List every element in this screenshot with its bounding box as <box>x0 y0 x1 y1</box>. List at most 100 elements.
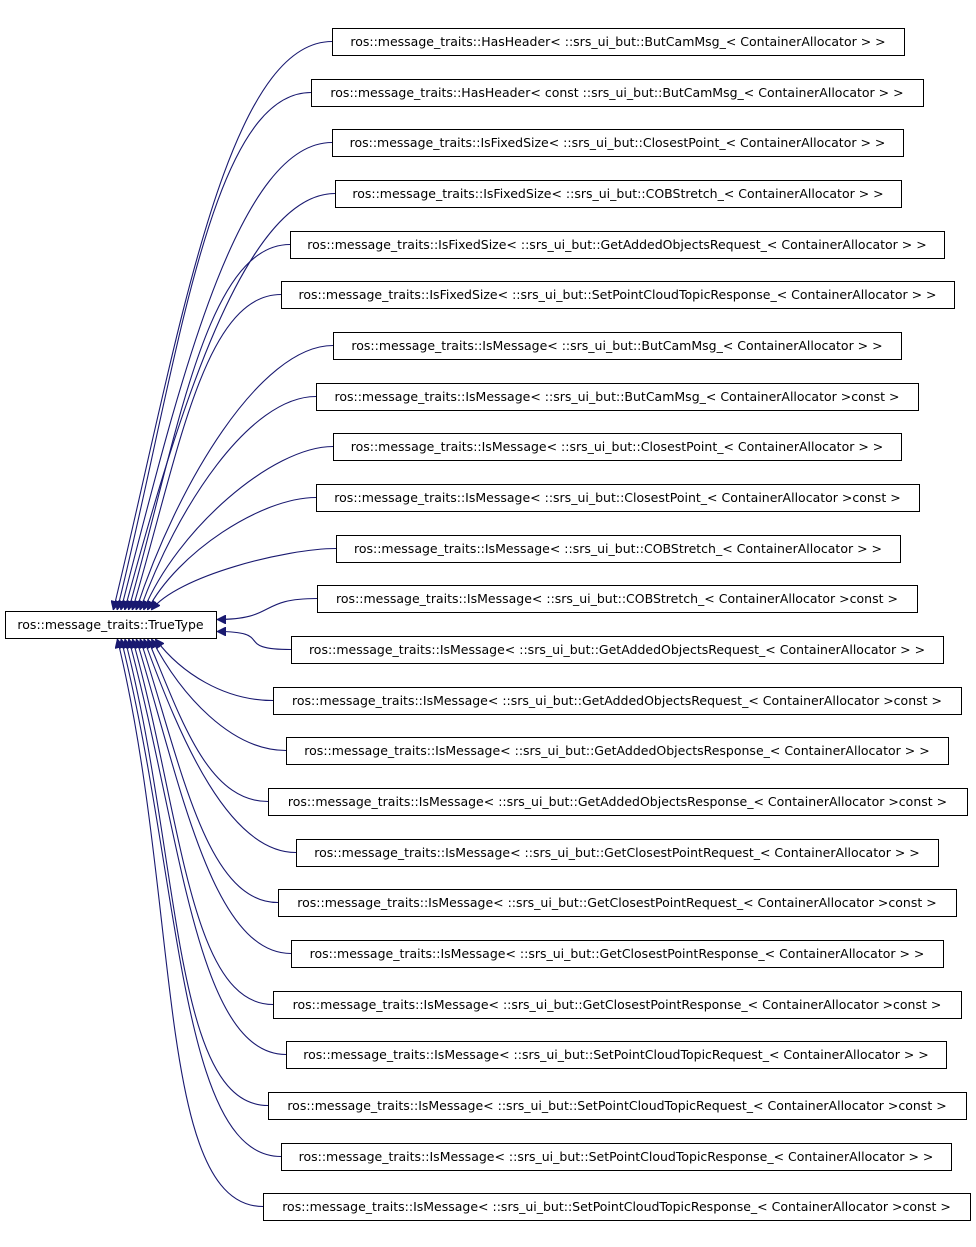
derived-class-node[interactable]: ros::message_traits::IsMessage< ::srs_ui… <box>268 788 968 816</box>
class-label: ros::message_traits::IsMessage< ::srs_ui… <box>293 997 942 1012</box>
inheritance-edge <box>132 293 282 611</box>
class-box <box>296 839 939 867</box>
class-box <box>316 383 919 411</box>
class-label: ros::message_traits::IsMessage< ::srs_ui… <box>292 693 942 708</box>
class-box <box>286 737 949 765</box>
class-label: ros::message_traits::IsMessage< ::srs_ui… <box>303 1047 929 1062</box>
inheritance-edge <box>129 639 287 1056</box>
inheritance-edge <box>133 639 274 1006</box>
class-label: ros::message_traits::IsFixedSize< ::srs_… <box>307 237 926 252</box>
inheritance-edges <box>113 40 337 1208</box>
class-label: ros::message_traits::HasHeader< const ::… <box>330 85 903 100</box>
class-box <box>273 687 962 715</box>
class-label: ros::message_traits::TrueType <box>17 617 203 632</box>
class-label: ros::message_traits::IsMessage< ::srs_ui… <box>351 338 882 353</box>
derived-class-node[interactable]: ros::message_traits::IsMessage< ::srs_ui… <box>286 737 949 765</box>
class-box <box>316 484 920 512</box>
derived-class-node[interactable]: ros::message_traits::IsMessage< ::srs_ui… <box>263 1193 971 1221</box>
derived-class-node[interactable]: ros::message_traits::IsMessage< ::srs_ui… <box>291 940 944 968</box>
derived-class-node[interactable]: ros::message_traits::IsMessage< ::srs_ui… <box>333 332 902 360</box>
class-box <box>332 129 904 157</box>
class-box <box>311 79 924 107</box>
class-label: ros::message_traits::IsMessage< ::srs_ui… <box>354 541 882 556</box>
class-label: ros::message_traits::IsMessage< ::srs_ui… <box>334 389 899 404</box>
inheritance-edge <box>117 91 312 611</box>
class-box <box>286 1041 947 1069</box>
class-nodes: ros::message_traits::TrueTyperos::messag… <box>5 28 971 1221</box>
class-box <box>333 332 902 360</box>
derived-class-node[interactable]: ros::message_traits::IsMessage< ::srs_ui… <box>333 433 902 461</box>
class-label: ros::message_traits::IsMessage< ::srs_ui… <box>299 1149 934 1164</box>
class-box <box>281 281 955 309</box>
class-box <box>290 231 945 259</box>
inheritance-edge <box>148 639 269 803</box>
derived-class-node[interactable]: ros::message_traits::HasHeader< ::srs_ui… <box>332 28 905 56</box>
class-label: ros::message_traits::IsMessage< ::srs_ui… <box>309 642 925 657</box>
class-box <box>291 940 944 968</box>
class-label: ros::message_traits::IsFixedSize< ::srs_… <box>352 186 883 201</box>
derived-class-node[interactable]: ros::message_traits::HasHeader< const ::… <box>311 79 924 107</box>
inheritance-edge <box>144 445 334 611</box>
inheritance-edge <box>113 40 333 611</box>
derived-class-node[interactable]: ros::message_traits::IsFixedSize< ::srs_… <box>332 129 904 157</box>
class-label: ros::message_traits::IsMessage< ::srs_ui… <box>336 591 898 606</box>
derived-class-node[interactable]: ros::message_traits::IsMessage< ::srs_ui… <box>286 1041 947 1069</box>
inheritance-edge <box>151 547 337 611</box>
inheritance-edge <box>151 639 287 752</box>
class-box <box>263 1193 971 1221</box>
derived-class-node[interactable]: ros::message_traits::IsMessage< ::srs_ui… <box>316 383 919 411</box>
inheritance-edge <box>117 639 264 1208</box>
class-label: ros::message_traits::IsMessage< ::srs_ui… <box>287 1098 946 1113</box>
inheritance-edge <box>144 639 297 854</box>
class-label: ros::message_traits::IsMessage< ::srs_ui… <box>288 794 947 809</box>
class-box <box>332 28 905 56</box>
derived-class-node[interactable]: ros::message_traits::IsMessage< ::srs_ui… <box>278 889 957 917</box>
derived-class-node[interactable]: ros::message_traits::IsMessage< ::srs_ui… <box>268 1092 967 1120</box>
class-box <box>317 585 918 613</box>
derived-class-node[interactable]: ros::message_traits::IsFixedSize< ::srs_… <box>281 281 955 309</box>
class-label: ros::message_traits::IsMessage< ::srs_ui… <box>297 895 936 910</box>
inheritance-edge <box>121 639 282 1158</box>
inheritance-edge <box>125 639 269 1107</box>
class-label: ros::message_traits::IsMessage< ::srs_ui… <box>310 946 925 961</box>
derived-class-node[interactable]: ros::message_traits::IsMessage< ::srs_ui… <box>273 991 962 1019</box>
derived-class-node[interactable]: ros::message_traits::IsMessage< ::srs_ui… <box>296 839 939 867</box>
class-label: ros::message_traits::IsMessage< ::srs_ui… <box>314 845 920 860</box>
class-box <box>268 788 968 816</box>
class-label: ros::message_traits::IsMessage< ::srs_ui… <box>304 743 929 758</box>
derived-class-node[interactable]: ros::message_traits::IsMessage< ::srs_ui… <box>273 687 962 715</box>
class-label: ros::message_traits::IsMessage< ::srs_ui… <box>351 439 884 454</box>
derived-class-node[interactable]: ros::message_traits::IsMessage< ::srs_ui… <box>291 636 944 664</box>
inheritance-edge <box>155 639 274 702</box>
class-label: ros::message_traits::IsFixedSize< ::srs_… <box>350 135 886 150</box>
class-box <box>333 433 902 461</box>
derived-class-node[interactable]: ros::message_traits::IsFixedSize< ::srs_… <box>290 231 945 259</box>
derived-class-node[interactable]: ros::message_traits::IsMessage< ::srs_ui… <box>317 585 918 613</box>
base-class-node[interactable]: ros::message_traits::TrueType <box>5 611 217 639</box>
inheritance-edge <box>136 344 334 611</box>
inheritance-edge <box>129 243 291 611</box>
class-label: ros::message_traits::IsMessage< ::srs_ui… <box>282 1199 951 1214</box>
class-box <box>336 535 901 563</box>
inheritance-edge <box>136 639 292 955</box>
derived-class-node[interactable]: ros::message_traits::IsMessage< ::srs_ui… <box>281 1143 952 1171</box>
inheritance-edge <box>140 639 279 904</box>
class-box <box>281 1143 952 1171</box>
class-box <box>268 1092 967 1120</box>
derived-class-node[interactable]: ros::message_traits::IsMessage< ::srs_ui… <box>316 484 920 512</box>
derived-class-node[interactable]: ros::message_traits::IsMessage< ::srs_ui… <box>336 535 901 563</box>
inheritance-edge <box>217 632 292 651</box>
class-label: ros::message_traits::HasHeader< ::srs_ui… <box>350 34 885 49</box>
inheritance-edge <box>121 141 333 611</box>
inheritance-edge <box>146 496 317 611</box>
class-box <box>335 180 902 208</box>
inheritance-edge <box>217 597 318 620</box>
class-label: ros::message_traits::IsFixedSize< ::srs_… <box>298 287 936 302</box>
inheritance-edge <box>140 395 317 611</box>
class-box <box>278 889 957 917</box>
derived-class-node[interactable]: ros::message_traits::IsFixedSize< ::srs_… <box>335 180 902 208</box>
class-box <box>273 991 962 1019</box>
inheritance-edge <box>125 192 336 611</box>
class-box <box>5 611 217 639</box>
